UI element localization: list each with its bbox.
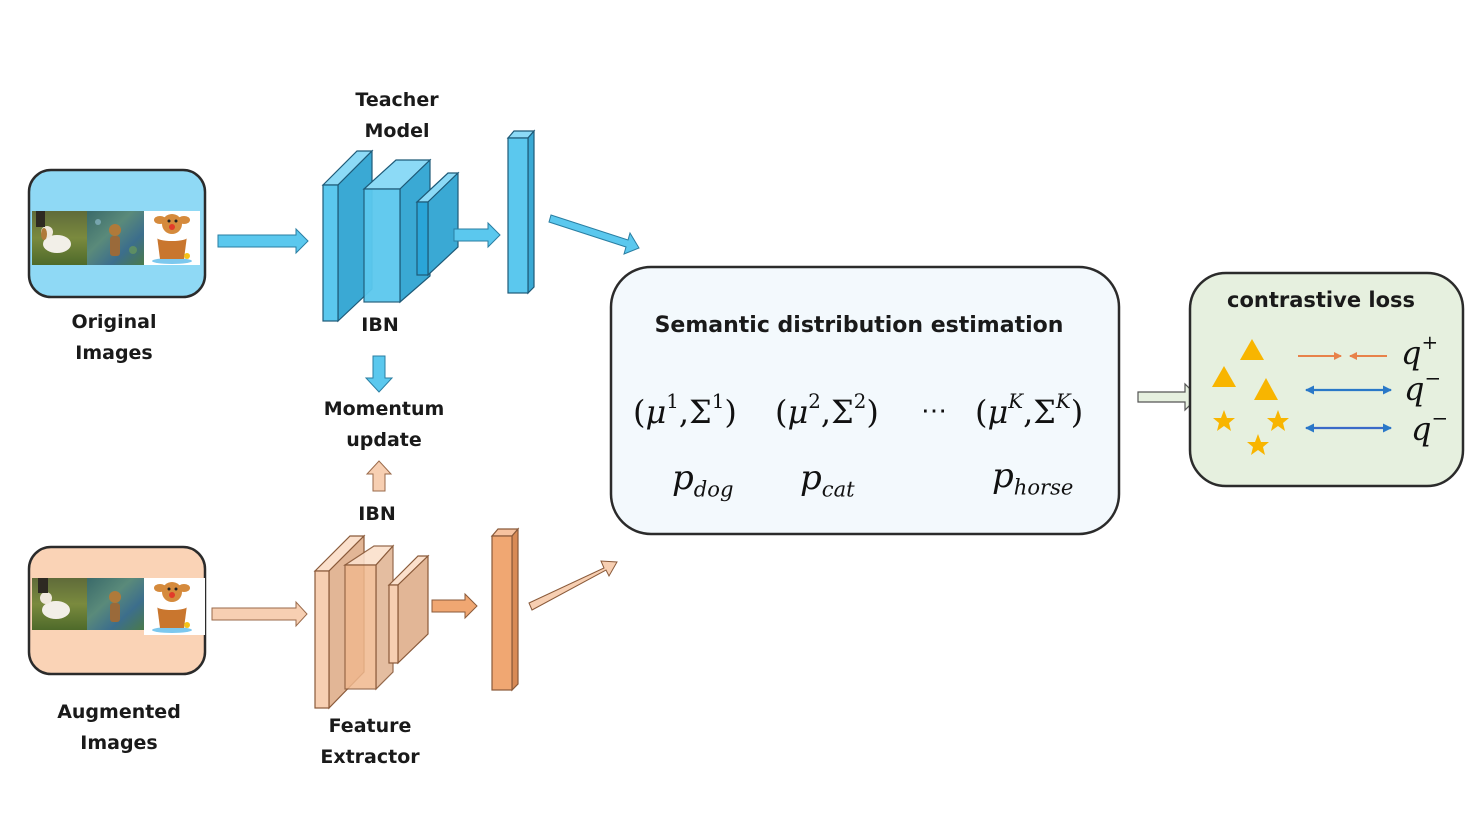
arrow-augmented-to-extractor [211, 600, 308, 628]
thumbnail-stylized-dog-aug [87, 578, 144, 630]
thumbnail-dog-photo-aug [32, 578, 87, 630]
distribution-param-2: (μ2,Σ2) [775, 390, 879, 431]
semantic-box-title: Semantic distribution estimation [654, 313, 1064, 338]
class-prior-horse: phorse [992, 456, 1074, 500]
triangle-marker [1254, 378, 1278, 400]
triangle-marker [1240, 339, 1264, 360]
contrastive-loss-title: contrastive loss [1227, 288, 1415, 312]
ellipsis: ⋯ [921, 396, 947, 426]
distribution-param-1: (μ1,Σ1) [633, 390, 737, 431]
class-prior-cat: pcat [800, 458, 855, 502]
teacher-ibn-label: IBN [361, 314, 399, 336]
student-feature-vector [490, 527, 520, 692]
teacher-model-blocks [321, 149, 460, 323]
arrow-student-to-semantic [528, 560, 618, 611]
star-marker [1247, 434, 1269, 455]
semantic-distribution-box [609, 265, 1121, 536]
teacher-model-label: Teacher Model [355, 89, 439, 142]
feature-extractor-label: Feature Extractor [320, 715, 420, 768]
student-ibn-label: IBN [358, 503, 396, 525]
star-marker [1267, 410, 1289, 431]
feature-extractor-blocks [313, 534, 430, 710]
thumbnail-cartoon-dog-aug [144, 578, 205, 635]
original-images-panel [27, 168, 207, 299]
q-positive: q+ [1401, 331, 1439, 372]
class-prior-dog: pdog [672, 458, 734, 502]
triangle-marker [1212, 366, 1236, 387]
arrow-teacher-to-semantic [548, 214, 640, 255]
augmented-images-panel [27, 545, 207, 676]
star-marker [1213, 410, 1235, 431]
original-images-label: Original Images [71, 311, 157, 364]
arrow-extractor-to-feature [431, 592, 478, 620]
arrow-teacher-to-feature [453, 221, 501, 249]
augmented-images-label: Augmented Images [57, 701, 181, 754]
thumbnail-stylized-dog [87, 211, 144, 265]
thumbnail-dog-photo [32, 211, 87, 265]
contrastive-loss-box [1188, 271, 1465, 488]
star-marker-group [1213, 410, 1289, 455]
arrow-up-momentum [365, 460, 393, 492]
distribution-param-k: (μK,ΣK) [975, 390, 1084, 431]
momentum-update-label: Momentum update [323, 398, 445, 451]
teacher-feature-vector [506, 129, 536, 295]
arrow-original-to-teacher [217, 227, 309, 255]
q-negative-1: q− [1404, 367, 1442, 408]
arrow-down-momentum [364, 355, 394, 393]
thumbnail-cartoon-dog [144, 211, 200, 265]
q-negative-2: q− [1411, 407, 1449, 448]
